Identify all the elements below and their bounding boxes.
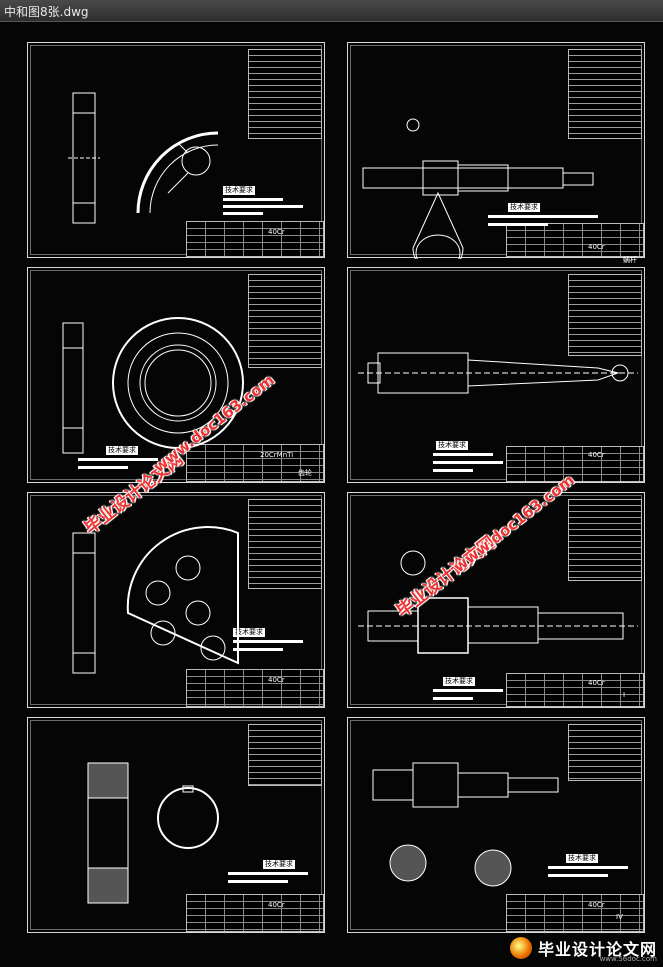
logo-icon xyxy=(509,937,532,959)
sleeve-drawing xyxy=(87,762,219,904)
material-label: 40Cr xyxy=(268,901,285,909)
drawing-sheet-3[interactable]: 技术要求 20CrMnTi 齿轮 xyxy=(27,267,325,483)
material-label: 40Cr xyxy=(588,679,605,687)
part-name: IV xyxy=(616,913,623,921)
title-block xyxy=(186,444,324,482)
title-block xyxy=(506,446,644,482)
title-block xyxy=(506,894,644,932)
site-logo: 毕业设计论文网 www.56doc.com xyxy=(509,933,657,963)
drawing-sheet-2[interactable]: 技术要求 40Cr 蜗杆 xyxy=(347,42,645,264)
part-name: 蜗杆 xyxy=(623,256,637,264)
drawing-sheet-1[interactable]: 技术要求 40Cr xyxy=(27,42,325,258)
gear-drawing xyxy=(68,92,219,224)
title-block xyxy=(186,221,324,257)
parameter-table xyxy=(248,724,322,786)
drawing-sheet-4[interactable]: 技术要求 40Cr xyxy=(347,267,645,483)
material-label: 40Cr xyxy=(268,228,285,236)
parameter-table xyxy=(248,274,322,368)
material-label: 40Cr xyxy=(588,451,605,459)
gear-shaft-drawing xyxy=(358,550,638,654)
tech-req-label: 技术要求 xyxy=(233,628,265,637)
tech-req-label: 技术要求 xyxy=(223,186,255,195)
part-name: I xyxy=(623,691,626,699)
ring-gear-drawing xyxy=(62,317,244,454)
title-block xyxy=(186,669,324,707)
parameter-table xyxy=(248,49,322,139)
tech-req-label: 技术要求 xyxy=(106,446,138,455)
tech-req-label: 技术要求 xyxy=(443,677,475,686)
material-label: 40Cr xyxy=(588,901,605,909)
window-title: 中和图8张.dwg xyxy=(4,5,89,19)
parameter-table xyxy=(568,499,642,581)
flange-drawing xyxy=(72,526,239,674)
output-shaft-drawing xyxy=(372,762,559,887)
worm-shaft-drawing xyxy=(362,118,594,259)
material-label: 40Cr xyxy=(268,676,285,684)
title-block xyxy=(186,894,324,932)
drawing-canvas[interactable]: 技术要求 40Cr 技术要求 40Cr 蜗杆 xyxy=(0,22,663,967)
parameter-table xyxy=(568,274,642,356)
logo-url: www.56doc.com xyxy=(599,955,657,963)
parameter-table xyxy=(568,724,642,781)
tech-req-label: 技术要求 xyxy=(436,441,468,450)
drawing-sheet-5[interactable]: 技术要求 40Cr xyxy=(27,492,325,708)
logo-brand: 毕业设计论文网 xyxy=(537,940,657,959)
title-block xyxy=(506,223,644,257)
material-label: 40Cr xyxy=(588,243,605,251)
tech-req-label: 技术要求 xyxy=(566,854,598,863)
drawing-sheet-8[interactable]: 技术要求 40Cr IV xyxy=(347,717,645,933)
drawing-sheet-6[interactable]: 技术要求 40Cr I xyxy=(347,492,645,708)
part-name: 齿轮 xyxy=(298,469,312,477)
parameter-table xyxy=(248,499,322,589)
tech-req-label: 技术要求 xyxy=(263,860,295,869)
tech-req-label: 技术要求 xyxy=(508,203,540,212)
parameter-table xyxy=(568,49,642,139)
drawing-sheet-7[interactable]: 技术要求 40Cr xyxy=(27,717,325,933)
shaft-drawing xyxy=(358,352,638,394)
title-block xyxy=(506,673,644,707)
material-label: 20CrMnTi xyxy=(260,451,294,459)
window-title-bar: 中和图8张.dwg xyxy=(0,0,663,22)
